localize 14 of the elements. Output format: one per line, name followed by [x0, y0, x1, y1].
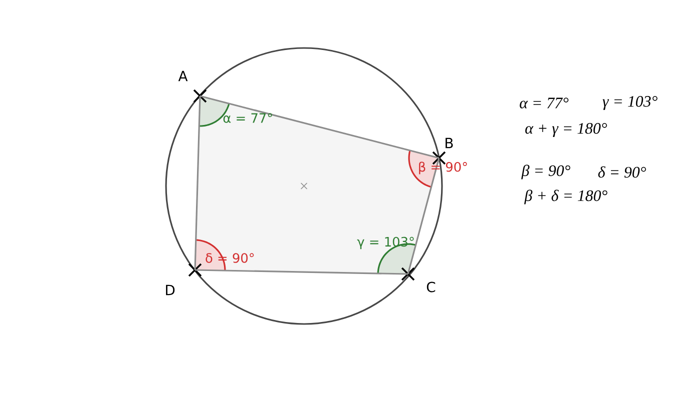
angle-equation: α = 77° — [520, 98, 568, 108]
angle-equation: β = 90° — [521, 164, 570, 180]
angle-equation: γ = 103° — [602, 96, 658, 110]
point-label: D — [166, 284, 175, 296]
quadrilateral-side — [200, 95, 440, 159]
point-label: C — [426, 282, 436, 292]
angle-equation: β + δ = 180° — [524, 190, 608, 204]
angle-equation: δ = 90° — [598, 166, 646, 178]
point-label: B — [446, 138, 453, 148]
quadrilateral-side — [407, 158, 440, 274]
angle-equation: α + γ = 180° — [525, 123, 607, 137]
quadrilateral-side — [194, 96, 201, 270]
point-label: A — [178, 70, 188, 82]
quadrilateral-side — [195, 269, 408, 275]
